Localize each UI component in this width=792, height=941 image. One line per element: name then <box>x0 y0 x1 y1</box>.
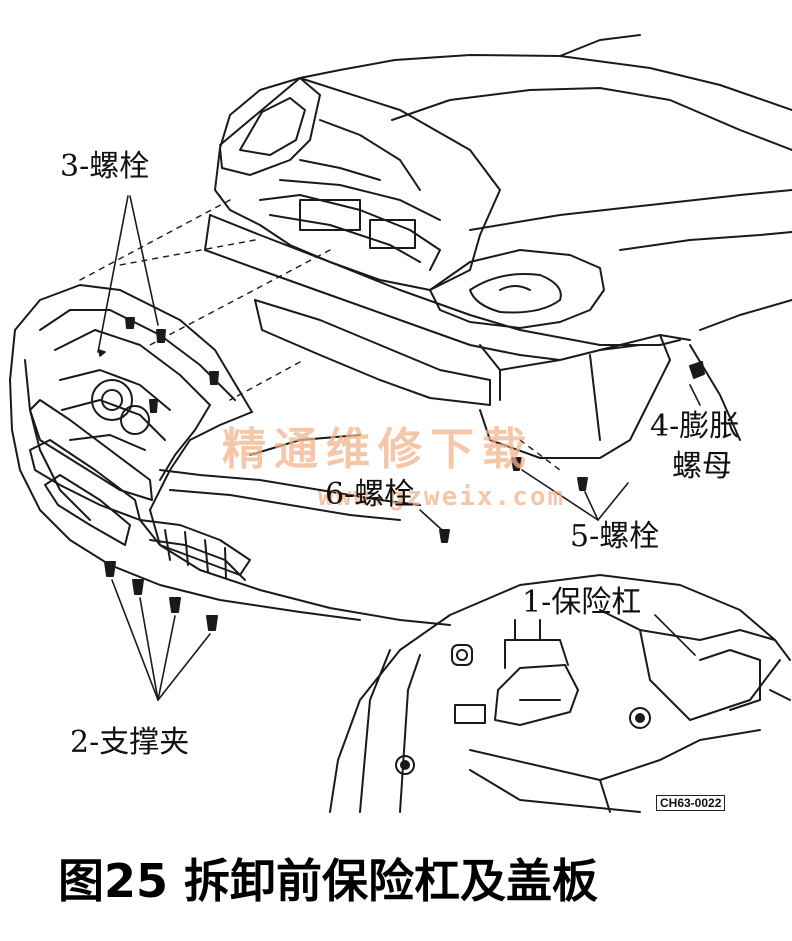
car-body-outline <box>219 34 792 441</box>
label-bumper-1: 1-保险杠 <box>522 585 642 620</box>
expansion-nut-leader <box>689 384 701 406</box>
car-front-grille <box>214 77 501 291</box>
headlight <box>429 249 605 329</box>
figure-code: CH63-0022 <box>656 795 726 811</box>
bolt-6-leader <box>419 509 443 531</box>
watermark-cn: 精通维修下载 <box>222 424 534 475</box>
bolt-5-leaders <box>521 469 629 521</box>
bumper-1-leader <box>654 614 696 656</box>
bumper-detail-inset <box>329 574 791 813</box>
bolt-3-leaders <box>97 195 159 357</box>
label-bolt-6: 6-螺栓 <box>325 477 415 512</box>
bolt-5-group <box>511 457 588 491</box>
label-support-clip-2: 2-支撑夹 <box>70 725 190 760</box>
watermark-url: www.gzweix.com <box>318 482 566 512</box>
support-clip-group <box>104 561 218 631</box>
lower-cover-plate <box>479 334 691 459</box>
label-bolt-3: 3-螺栓 <box>60 149 150 184</box>
support-clip-leaders <box>111 579 211 701</box>
expansion-nut <box>689 361 705 379</box>
bolt-3-group <box>125 317 219 413</box>
label-expansion-nut-4-line2: 螺母 <box>672 449 732 484</box>
label-bolt-5: 5-螺栓 <box>570 519 660 554</box>
label-expansion-nut-4-line1: 4-膨胀 <box>650 409 740 444</box>
figure-caption: 图25 拆卸前保险杠及盖板 <box>58 854 599 908</box>
bolt-6 <box>439 529 450 543</box>
